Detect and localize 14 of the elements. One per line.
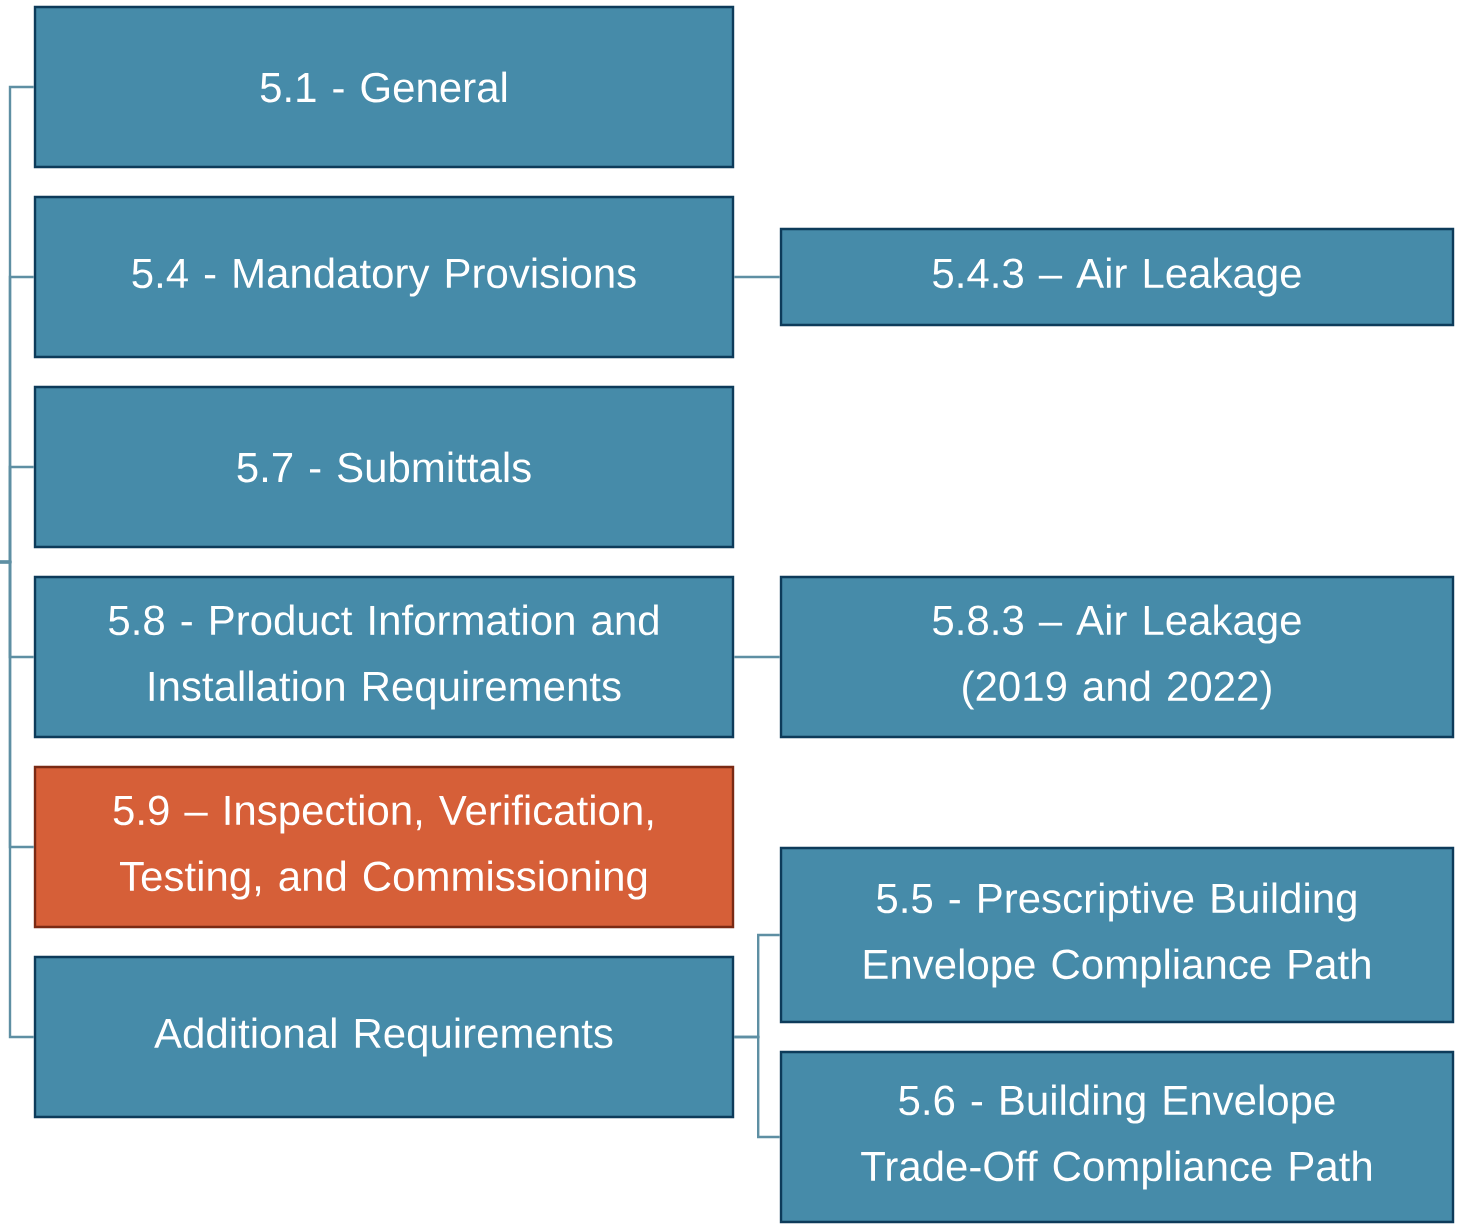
section-box: 5.7 - Submittals	[33, 385, 735, 549]
section-box: Additional Requirements	[33, 955, 735, 1119]
section-box: 5.8 - Product Information and Installation Requirements	[33, 575, 735, 739]
section-box: 5.9 – Inspection, Verification, Testing, and Commissioning	[33, 765, 735, 929]
connector-line	[734, 275, 780, 279]
section-box: 5.8.3 – Air Leakage (2019 and 2022)	[779, 575, 1455, 739]
connector-line	[734, 655, 780, 659]
connector-line	[0, 560, 34, 1039]
section-box: 5.5 - Prescriptive Building Envelope Compliance Path	[779, 846, 1455, 1024]
section-box: 5.4.3 – Air Leakage	[779, 227, 1455, 327]
section-box: 5.4 - Mandatory Provisions	[33, 195, 735, 359]
section-box: 5.6 - Building Envelope Trade-Off Compliance Path	[779, 1050, 1455, 1224]
section-box: 5.1 - General	[33, 5, 735, 169]
connector-line	[734, 1035, 780, 1139]
